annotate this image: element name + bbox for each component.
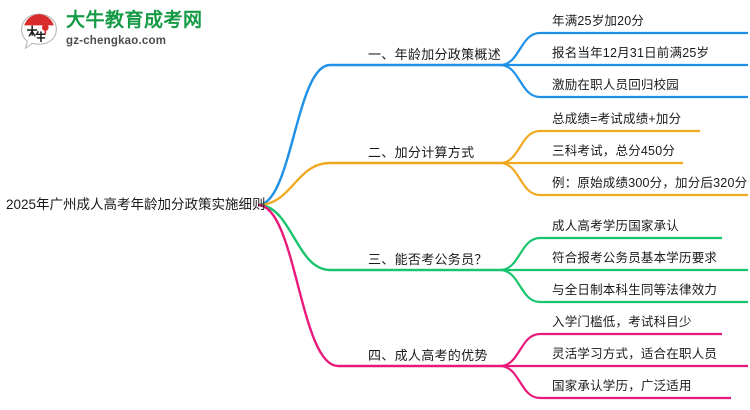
mindmap-branch-4-leaf-3[interactable]: 国家承认学历，广泛适用	[552, 379, 692, 393]
mindmap-branch-3-label[interactable]: 三、能否考公务员？	[368, 252, 488, 267]
mindmap-branch-1-label[interactable]: 一、年龄加分政策概述	[368, 47, 502, 62]
logo-text: 大牛教育成考网 gz-chengkao.com	[66, 9, 203, 49]
logo-domain: gz-chengkao.com	[66, 35, 167, 47]
connector-root-branch-1	[257, 63, 500, 207]
mindmap-branch-2-leaf-2[interactable]: 三科考试，总分450分	[552, 144, 676, 158]
mindmap-root-node[interactable]: 2025年广州成人高考年龄加分政策实施细则	[6, 197, 266, 212]
connector-branch-1-leaf-3	[499, 63, 748, 99]
mindmap-branch-1-leaf-1[interactable]: 年满25岁加20分	[552, 14, 645, 28]
mindmap-branch-4-label[interactable]: 四、成人高考的优势	[368, 348, 488, 363]
connector-branch-4-leaf-3	[499, 364, 731, 400]
mindmap-branch-3-leaf-2[interactable]: 符合报考公务员基本学历要求	[552, 251, 718, 265]
site-logo: 大牛教育成考网 gz-chengkao.com	[18, 9, 203, 55]
mindmap-branch-3-leaf-1[interactable]: 成人高考学历国家承认	[552, 219, 680, 233]
connector-branch-3-leaf-3	[499, 268, 748, 304]
mindmap-branch-3-leaf-3[interactable]: 与全日制本科生同等法律效力	[552, 283, 718, 297]
connector-root-branch-2	[257, 161, 500, 207]
mindmap-branch-2-label[interactable]: 二、加分计算方式	[368, 145, 475, 160]
mindmap-branch-2-leaf-1[interactable]: 总成绩=考试成绩+加分	[552, 112, 682, 126]
connector-root-branch-3	[257, 203, 500, 272]
mindmap-branch-1-leaf-3[interactable]: 激励在职人员回归校园	[552, 78, 680, 92]
logo-title: 大牛教育成考网	[66, 10, 203, 31]
mindmap-branch-4-leaf-2[interactable]: 灵活学习方式，适合在职人员	[552, 347, 718, 361]
connector-root-branch-4	[257, 203, 500, 368]
mindmap-branch-2-leaf-3[interactable]: 例：原始成绩300分，加分后320分	[552, 176, 748, 190]
mindmap-branch-4-leaf-1[interactable]: 入学门槛低，考试科目少	[552, 315, 692, 329]
mindmap-branch-1-leaf-2[interactable]: 报名当年12月31日前满25岁	[552, 46, 710, 60]
connector-branch-2-leaf-3	[499, 161, 748, 197]
speech-bubble-logo-icon	[21, 13, 57, 50]
